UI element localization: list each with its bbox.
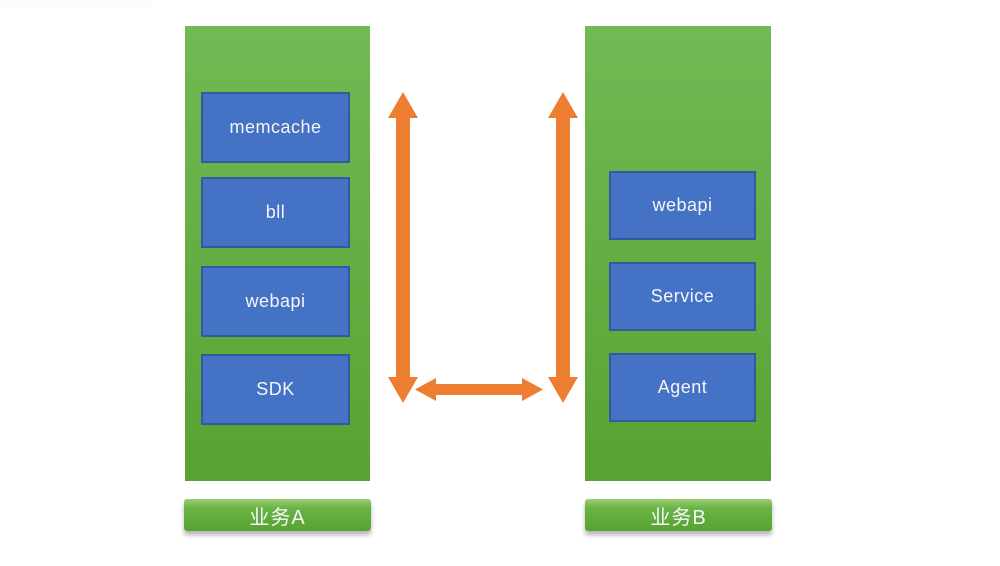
group-a-title-text: 业务A xyxy=(249,506,306,529)
node-agent: Agent xyxy=(609,353,756,422)
group-a-panel: memcache bll webapi SDK xyxy=(185,26,370,481)
group-b-title: 业务B xyxy=(585,499,772,531)
group-b-panel: webapi Service Agent xyxy=(585,26,771,481)
node-sdk: SDK xyxy=(201,354,350,425)
top-left-artifact xyxy=(0,0,152,8)
node-webapi-a-label: webapi xyxy=(245,291,306,311)
group-b-title-text: 业务B xyxy=(650,506,707,529)
node-webapi-a: webapi xyxy=(201,266,350,337)
node-agent-label: Agent xyxy=(657,377,708,397)
node-bll: bll xyxy=(201,177,350,248)
vertical-double-arrow-right xyxy=(548,92,578,403)
group-a-title: 业务A xyxy=(184,499,371,531)
horizontal-double-arrow xyxy=(415,378,543,401)
vertical-double-arrow-left xyxy=(388,92,418,403)
node-memcache: memcache xyxy=(201,92,350,163)
node-sdk-label: SDK xyxy=(256,379,295,399)
node-webapi-b: webapi xyxy=(609,171,756,240)
node-service: Service xyxy=(609,262,756,331)
node-bll-label: bll xyxy=(265,202,286,222)
node-webapi-b-label: webapi xyxy=(652,195,713,215)
node-service-label: Service xyxy=(650,286,715,306)
node-memcache-label: memcache xyxy=(229,117,322,137)
